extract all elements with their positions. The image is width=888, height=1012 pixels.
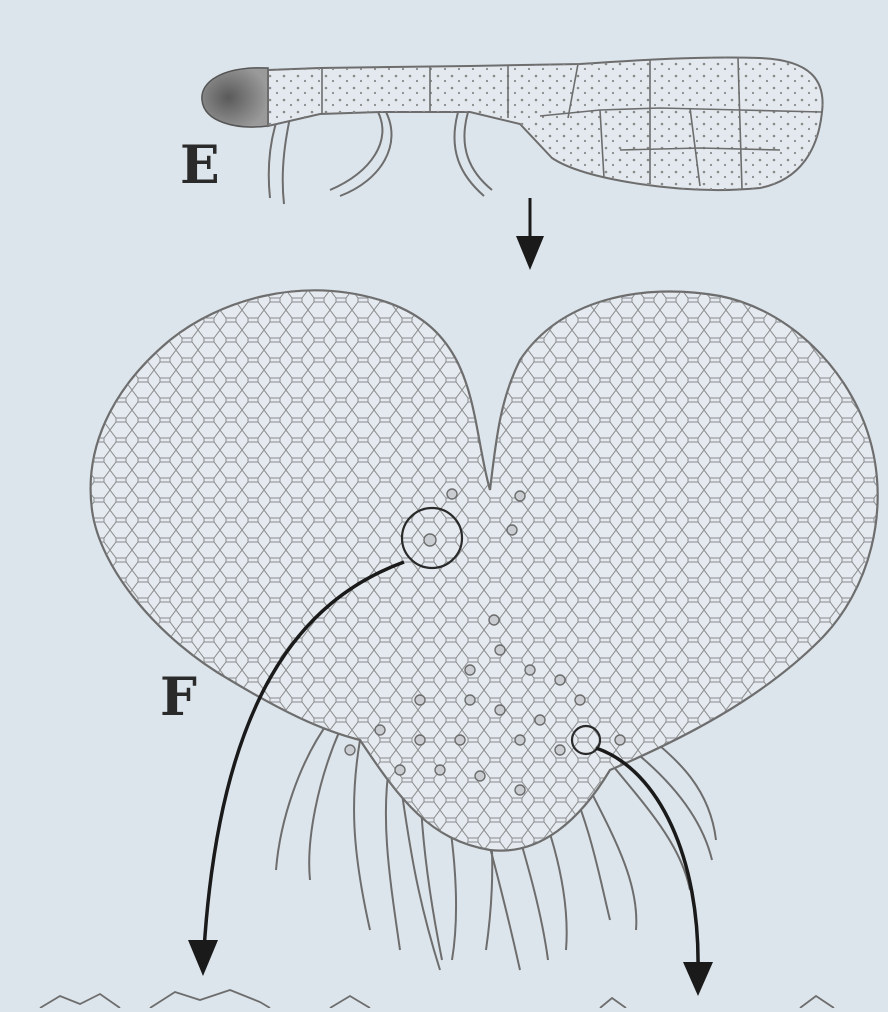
filament-e xyxy=(202,57,823,204)
rhizoid xyxy=(454,112,484,196)
cropped-detail-outlines xyxy=(40,990,834,1008)
stage-label-e: E xyxy=(180,140,220,192)
stage-label-f: F xyxy=(160,672,197,724)
rhizoid xyxy=(330,112,382,190)
rhizoid xyxy=(340,112,391,196)
prothallus-f xyxy=(91,290,878,970)
down-arrow-icon xyxy=(516,198,544,270)
filament-tip-cap xyxy=(202,68,268,127)
